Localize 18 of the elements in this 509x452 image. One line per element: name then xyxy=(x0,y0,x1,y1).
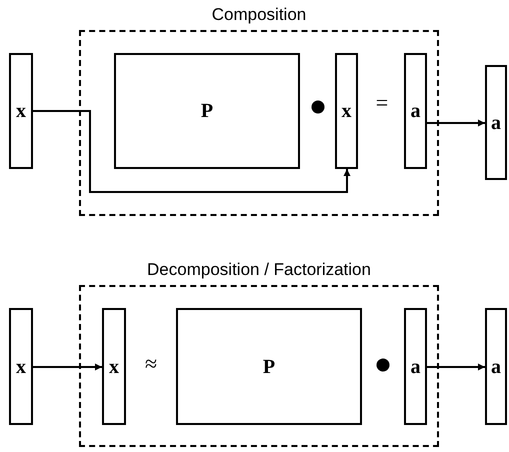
arrow xyxy=(427,120,485,126)
vector-box: x xyxy=(335,53,358,169)
arrow xyxy=(33,364,102,370)
group-title: Composition xyxy=(212,5,306,25)
arrow xyxy=(427,364,485,370)
vector-box: a xyxy=(485,65,507,180)
vector-box: x xyxy=(9,308,33,425)
group-title: Decomposition / Factorization xyxy=(147,260,371,280)
vector-box: a xyxy=(404,53,427,169)
matrix-box: P xyxy=(176,308,362,425)
vector-box: x xyxy=(102,308,126,425)
vector-box: a xyxy=(485,308,507,425)
vector-box: a xyxy=(404,308,427,425)
vector-box: x xyxy=(9,53,33,169)
matrix-box: P xyxy=(114,53,300,169)
math-operator: = xyxy=(376,92,388,114)
arrow xyxy=(33,110,350,193)
math-operator: ≈ xyxy=(144,353,158,375)
